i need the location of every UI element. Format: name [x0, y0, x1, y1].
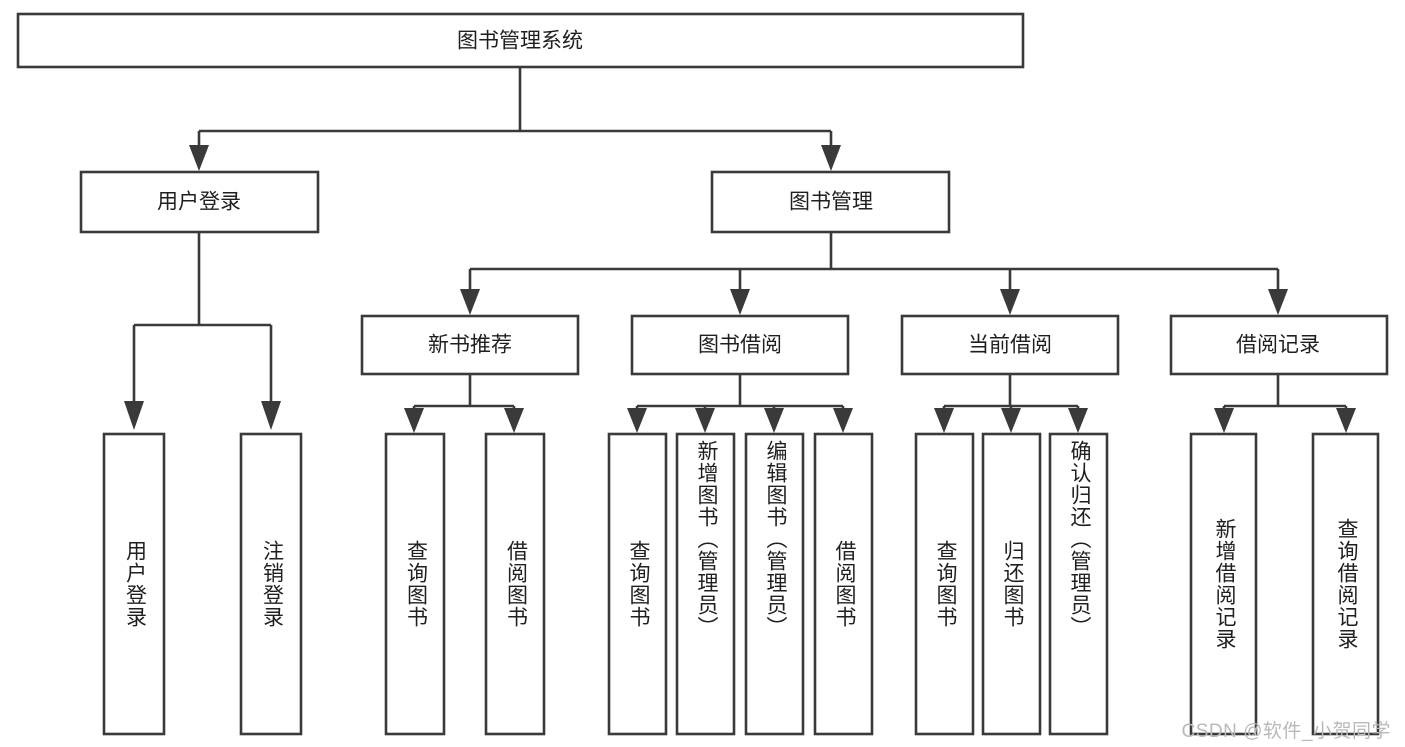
node-borrow-record-box[interactable]	[1169, 314, 1389, 376]
node-leaf-query-book-2-box[interactable]	[607, 432, 668, 736]
arrow-to-leaf-add-record	[1214, 408, 1234, 433]
arrow-to-leaf-return-book	[1001, 408, 1021, 433]
arrow-to-book-management	[821, 145, 841, 171]
arrow-to-leaf-user-login	[124, 401, 144, 430]
node-current-borrow[interactable]: 当前借阅	[900, 314, 1120, 376]
node-book-borrow[interactable]: 图书借阅	[630, 314, 850, 376]
arrow-to-leaf-logout	[261, 401, 281, 430]
node-leaf-query-book-1-box[interactable]	[384, 432, 446, 736]
node-user-login-box[interactable]	[79, 170, 320, 234]
arrow-to-book-borrow	[730, 289, 750, 315]
arrow-to-leaf-query-record	[1336, 408, 1356, 433]
node-current-borrow-box[interactable]	[900, 314, 1120, 376]
node-leaf-query-book-3-box[interactable]	[914, 432, 975, 736]
arrow-to-leaf-query-book-3	[934, 408, 954, 433]
node-book-management-box[interactable]	[710, 170, 951, 234]
node-root-box[interactable]	[16, 12, 1025, 69]
node-borrow-record-label: 借阅记录	[1236, 334, 1320, 357]
node-leaf-return-book-box[interactable]	[981, 432, 1042, 736]
arrow-to-leaf-confirm-return	[1068, 408, 1088, 433]
arrow-to-leaf-add-book	[695, 408, 715, 433]
node-current-borrow-label: 当前借阅	[968, 334, 1052, 357]
connectors	[124, 67, 1356, 433]
leaf-boxes	[102, 432, 1380, 736]
node-leaf-add-record-box[interactable]	[1189, 432, 1258, 736]
csdn-watermark: CSDN @软件_小贺同学	[1181, 721, 1391, 742]
node-new-book-recommend-label: 新书推荐	[428, 334, 512, 357]
arrow-to-leaf-borrow-book-1	[504, 408, 524, 433]
node-book-borrow-label: 图书借阅	[698, 334, 782, 357]
node-book-borrow-box[interactable]	[630, 314, 850, 376]
arrow-to-leaf-borrow-book-2	[833, 408, 853, 433]
node-root[interactable]: 图书管理系统	[16, 12, 1025, 69]
node-user-login[interactable]: 用户登录	[79, 170, 320, 234]
node-leaf-add-book-box[interactable]	[675, 432, 736, 736]
node-leaf-confirm-return-box[interactable]	[1048, 432, 1109, 736]
node-new-book-recommend-box[interactable]	[360, 314, 580, 376]
node-user-login-label: 用户登录	[157, 191, 241, 214]
arrow-to-user-login	[189, 145, 209, 171]
node-leaf-borrow-book-2-box[interactable]	[813, 432, 874, 736]
node-book-management-label: 图书管理	[789, 191, 873, 214]
arrow-to-leaf-edit-book	[764, 408, 784, 433]
node-leaf-query-record-box[interactable]	[1311, 432, 1380, 736]
arrow-to-leaf-query-book-2	[627, 408, 647, 433]
node-leaf-logout-box[interactable]	[239, 432, 303, 736]
node-root-label: 图书管理系统	[457, 30, 583, 53]
node-new-book-recommend[interactable]: 新书推荐	[360, 314, 580, 376]
node-leaf-user-login-box[interactable]	[102, 432, 166, 736]
arrow-to-borrow-record	[1268, 289, 1288, 315]
node-leaf-borrow-book-1-box[interactable]	[484, 432, 546, 736]
arrow-to-leaf-query-book-1	[404, 408, 424, 433]
node-leaf-edit-book-box[interactable]	[744, 432, 805, 736]
node-book-management[interactable]: 图书管理	[710, 170, 951, 234]
node-borrow-record[interactable]: 借阅记录	[1169, 314, 1389, 376]
arrow-to-current-borrow	[1000, 289, 1020, 315]
arrow-to-new-book-recommend	[460, 289, 480, 315]
